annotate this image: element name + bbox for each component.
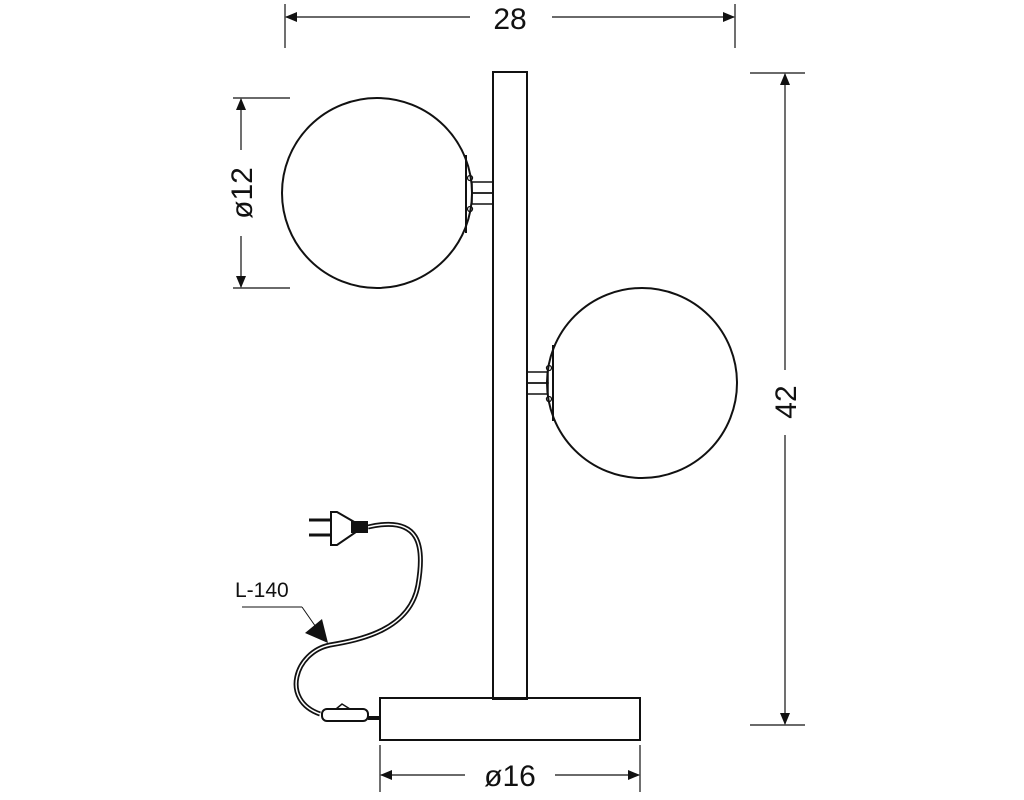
height-dimension: [750, 72, 805, 726]
lamp-base: [379, 697, 641, 741]
lamp-pole: [492, 71, 528, 700]
width-label: 28: [493, 3, 526, 36]
power-plug-icon: [309, 511, 368, 546]
base-diameter-label: ø16: [484, 760, 536, 793]
globe-upper: [281, 97, 494, 289]
cable-length-label: L-140: [235, 579, 289, 602]
power-cable: [293, 521, 423, 720]
cable-switch: [321, 703, 369, 722]
base-diameter-dimension: [379, 745, 641, 792]
cable-length-leader: [242, 606, 328, 643]
height-label: 42: [770, 385, 803, 418]
globe-lower: [526, 287, 738, 479]
globe-diameter-label: ø12: [226, 167, 259, 219]
globe-diameter-dimension: [233, 97, 290, 289]
width-dimension: [284, 4, 736, 48]
